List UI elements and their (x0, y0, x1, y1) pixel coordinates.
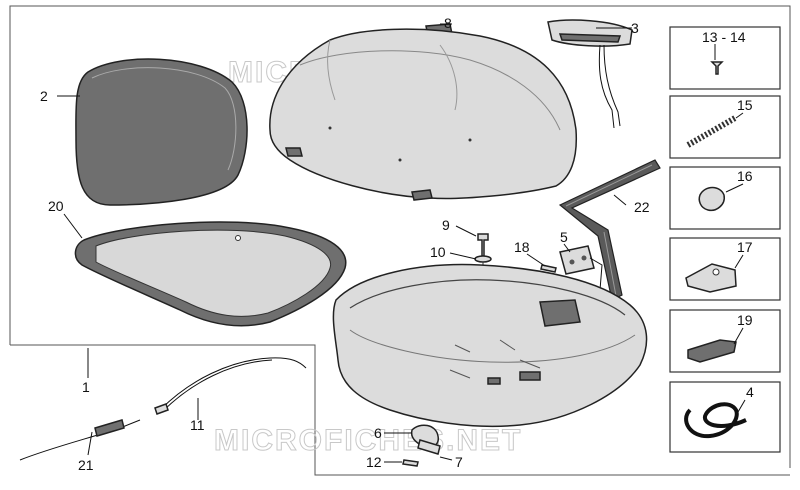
callout-17: 17 (737, 239, 753, 255)
callout-labels: 2 8 3 13 - 14 15 16 17 19 4 20 22 9 10 1… (40, 15, 754, 473)
callout-4: 4 (746, 384, 754, 400)
leader-lines (57, 23, 746, 463)
part-box-15 (669, 95, 781, 159)
callout-10: 10 (430, 244, 446, 260)
part-box-16 (669, 166, 781, 230)
callout-2: 2 (40, 88, 48, 104)
diagram-frame (9, 5, 791, 476)
part-box-19 (669, 309, 781, 373)
backrest-pad (75, 58, 248, 206)
callout-18: 18 (514, 239, 530, 255)
release-cable (10, 344, 307, 461)
seal-strip (558, 159, 661, 301)
callout-20: 20 (48, 198, 64, 214)
callout-3: 3 (631, 20, 639, 36)
callout-1: 1 (82, 379, 90, 395)
callout-13-14: 13 - 14 (702, 29, 746, 45)
watermark-bottom: MICROFICHES.NET (214, 424, 522, 457)
part-box-17 (669, 237, 781, 301)
top-case-base (332, 263, 648, 428)
callout-12: 12 (366, 454, 382, 470)
callout-11: 11 (190, 417, 205, 433)
base-mat (74, 221, 347, 327)
callout-15: 15 (737, 97, 753, 113)
callout-6: 6 (374, 425, 382, 441)
callout-9: 9 (442, 217, 450, 233)
part-box-4 (669, 381, 781, 453)
pin (540, 264, 557, 273)
callout-5: 5 (560, 229, 568, 245)
lock-cylinder (402, 424, 441, 467)
callout-16: 16 (737, 168, 753, 184)
callout-7: 7 (455, 454, 463, 470)
top-case-lid (269, 28, 578, 201)
part-box-13-14 (669, 26, 781, 90)
latch-plate (559, 245, 603, 291)
callout-19: 19 (737, 312, 753, 328)
brake-light (547, 19, 633, 129)
callout-21: 21 (78, 457, 94, 473)
callout-22: 22 (634, 199, 650, 215)
callout-8: 8 (444, 15, 452, 31)
